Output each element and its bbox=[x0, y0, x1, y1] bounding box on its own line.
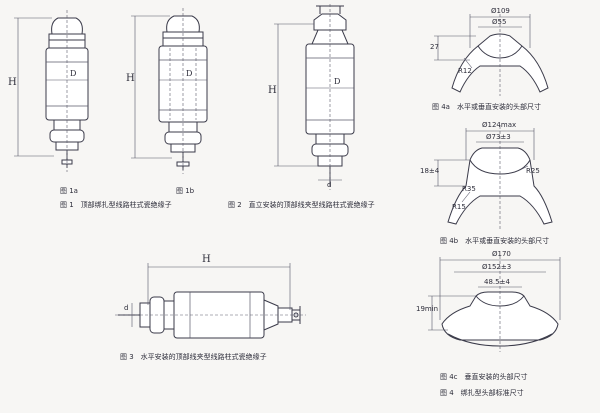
insulator-2 bbox=[274, 4, 355, 190]
fig2-d-label: D bbox=[334, 77, 341, 86]
fig4b-dim-r3: R15 bbox=[452, 203, 466, 211]
head-detail-4c bbox=[428, 256, 561, 352]
fig1b-h-label: H bbox=[126, 73, 135, 84]
fig1a-d-label: D bbox=[70, 69, 77, 78]
fig4b-dim-top: Ø124max bbox=[482, 121, 517, 129]
insulator-1b bbox=[131, 8, 208, 174]
figure-3-caption: 图 3 水平安装的顶部线夹型线路柱式瓷绝缘子 bbox=[120, 353, 267, 361]
fig1b-d-label: D bbox=[186, 69, 193, 78]
fig4b-dim-mid: Ø73±3 bbox=[486, 133, 511, 141]
head-detail-4a bbox=[434, 14, 549, 96]
fig4c-dim-mid: Ø152±3 bbox=[482, 263, 512, 271]
fig3-small-d: d bbox=[124, 304, 129, 312]
head-detail-4b bbox=[434, 126, 553, 230]
figure-1-caption: 图 1 顶部绑扎型线路柱式瓷绝缘子 bbox=[60, 201, 172, 209]
fig1a-label: 图 1a bbox=[60, 187, 78, 195]
fig1b-label: 图 1b bbox=[176, 187, 195, 195]
fig4b-dim-r1: R25 bbox=[526, 167, 540, 175]
fig2-h-label: H bbox=[268, 85, 277, 96]
insulator-1a bbox=[14, 10, 89, 172]
fig4b-dim-r2: R35 bbox=[462, 185, 476, 193]
fig4c-dim-top: Ø170 bbox=[492, 250, 511, 258]
fig4a-dim-r: R12 bbox=[458, 67, 472, 75]
fig4a-dim-mid: Ø55 bbox=[492, 18, 507, 26]
fig3-h-label: H bbox=[202, 254, 211, 265]
fig2-small-d: d bbox=[327, 181, 332, 189]
fig4b-dim-h: 18±4 bbox=[420, 167, 440, 175]
fig1a-h-label: H bbox=[8, 77, 17, 88]
figure-4c-caption: 图 4c 垂直安装的头部尺寸 bbox=[440, 373, 528, 381]
figure-4-caption: 图 4 绑扎型头部标准尺寸 bbox=[440, 389, 524, 397]
fig4a-dim-top: Ø109 bbox=[491, 7, 510, 15]
figure-4a-caption: 图 4a 水平或垂直安装的头部尺寸 bbox=[432, 103, 541, 111]
fig4c-dim-inner: 48.5±4 bbox=[484, 278, 510, 286]
fig4c-dim-h: 19min bbox=[416, 305, 439, 313]
fig4a-dim-h: 27 bbox=[430, 43, 439, 51]
figure-4b-caption: 图 4b 水平或垂直安装的头部尺寸 bbox=[440, 237, 550, 245]
insulator-3 bbox=[115, 263, 306, 339]
figure-2-caption: 图 2 直立安装的顶部线夹型线路柱式瓷绝缘子 bbox=[228, 201, 375, 209]
